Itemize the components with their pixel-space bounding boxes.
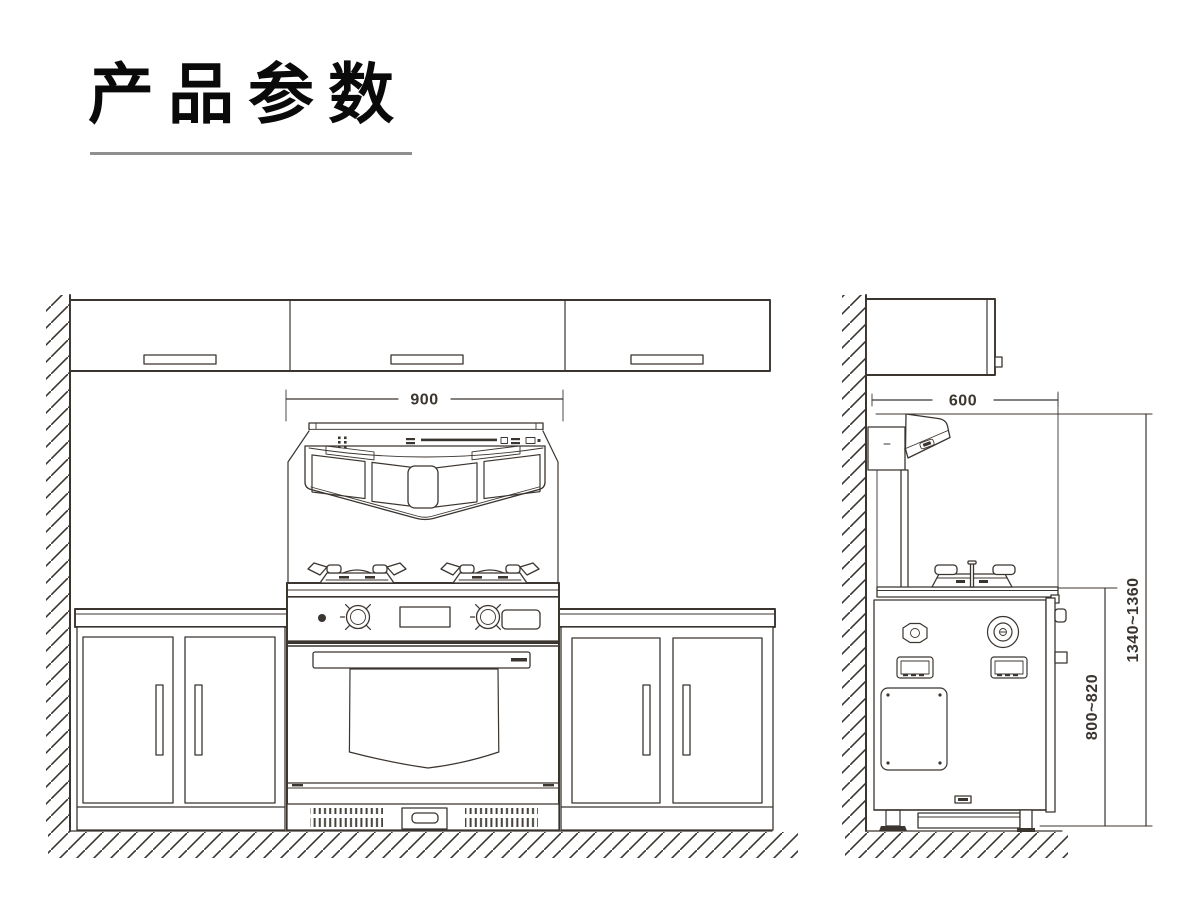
side-vent-right — [990, 656, 1028, 679]
hood-control-icons — [338, 436, 541, 449]
front-floor-hatch-icon — [48, 832, 798, 858]
range-hood-side — [904, 413, 951, 459]
front-wall-hatch-icon — [46, 295, 70, 832]
hood-vent-panels — [311, 445, 541, 509]
brand-logo — [511, 658, 527, 662]
dim-label-counter-height: 800~820 — [1084, 674, 1101, 740]
dim-depth: 600 — [871, 393, 1059, 410]
cabinet-handle — [155, 684, 164, 756]
cabinet-handle — [642, 684, 651, 756]
side-view-drawing: 600 — [842, 294, 1153, 858]
access-panel — [880, 687, 948, 771]
cabinet-handle — [194, 684, 203, 756]
stove-body-side — [873, 597, 1068, 832]
fan-motor — [986, 615, 1020, 649]
dim-label-overall-height: 1340~1360 — [1125, 577, 1142, 662]
gas-inlet — [902, 622, 928, 644]
dim-counter-height: 800~820 — [1084, 587, 1112, 827]
oven-handle — [312, 651, 531, 669]
gas-burner-right — [440, 562, 540, 584]
power-indicator — [318, 614, 326, 622]
cabinet-handle — [630, 354, 704, 365]
title-underline — [90, 152, 412, 155]
drawer-pull — [411, 812, 439, 824]
side-floor-hatch-icon — [845, 832, 1068, 858]
hood-duct-side — [867, 426, 909, 589]
upper-cabinets-front — [69, 299, 771, 372]
upper-cabinet-side — [865, 298, 1003, 376]
control-panel-front — [286, 596, 560, 644]
oven-front — [286, 582, 560, 831]
gas-burner-side — [931, 560, 1016, 588]
front-view-drawing: 900 — [46, 294, 798, 858]
page-title: 产品参数 — [88, 56, 408, 133]
base-cabinet-right — [558, 608, 776, 831]
hood-outlet-vent — [919, 438, 935, 450]
stove-feet — [873, 809, 1047, 832]
cabinet-handle — [143, 354, 217, 365]
range-hood-front — [287, 422, 559, 584]
side-vent-left — [896, 656, 934, 679]
dim-hood-width: 900 — [285, 389, 564, 422]
base-cabinet-left — [74, 608, 288, 831]
dim-overall-height: 1340~1360 — [1125, 413, 1153, 827]
oven-window — [348, 668, 500, 769]
side-wall-hatch-icon — [842, 295, 866, 832]
side-bracket — [1054, 651, 1068, 664]
bottom-vent-front — [286, 803, 560, 831]
display-window — [399, 606, 451, 628]
side-knob — [1054, 608, 1067, 623]
control-button-plate — [501, 609, 541, 630]
cooktop-front — [286, 562, 560, 598]
gas-burner-left — [307, 562, 407, 584]
cabinet-handle — [390, 354, 464, 365]
cabinet-handle — [682, 684, 691, 756]
dim-label-600: 600 — [949, 393, 977, 410]
dim-label-900: 900 — [410, 392, 438, 409]
